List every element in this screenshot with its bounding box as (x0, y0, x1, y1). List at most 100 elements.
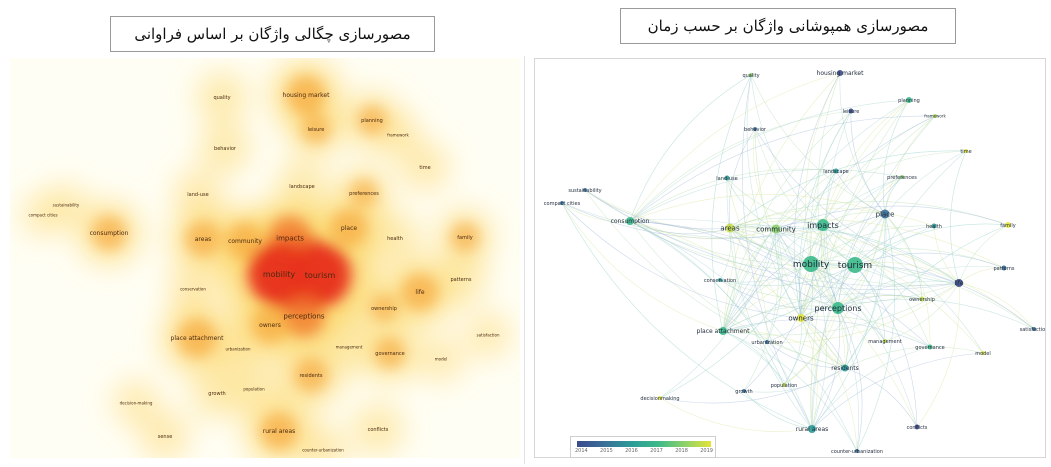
co-occurrence-link (659, 397, 813, 432)
term-node[interactable] (933, 114, 937, 118)
term-node-label: impacts (807, 221, 839, 230)
co-occurrence-link (629, 74, 752, 222)
term-node-label: satisfaction (1020, 327, 1045, 333)
density-core (293, 357, 329, 393)
term-node[interactable] (841, 364, 849, 372)
density-term-label: land-use (187, 192, 208, 198)
term-node-label: areas (720, 224, 740, 232)
term-node[interactable] (832, 302, 844, 314)
co-occurrence-link (810, 176, 903, 265)
term-node[interactable] (782, 383, 786, 387)
co-occurrence-link (729, 150, 967, 229)
co-occurrence-link (822, 224, 931, 348)
term-node[interactable] (560, 201, 564, 205)
density-halo (112, 379, 160, 427)
co-occurrence-link (793, 72, 841, 319)
term-node[interactable] (808, 425, 816, 433)
term-node[interactable] (964, 149, 968, 153)
term-node[interactable] (919, 296, 925, 302)
term-node[interactable] (817, 219, 829, 231)
co-occurrence-link (561, 202, 813, 430)
term-node[interactable] (1032, 327, 1036, 331)
year-tick-labels: 2014 2015 2016 2017 2018 2019 (575, 448, 713, 454)
co-occurrence-link (722, 176, 903, 332)
co-occurrence-link (561, 202, 724, 332)
density-term-label: tourism (305, 271, 336, 280)
term-node-label: time (960, 149, 971, 155)
year-gradient-bar (577, 441, 711, 447)
density-core (282, 294, 326, 338)
co-occurrence-link (629, 169, 903, 222)
term-node[interactable] (855, 449, 859, 453)
term-node[interactable] (803, 256, 819, 272)
term-node[interactable] (797, 314, 805, 322)
co-occurrence-link (729, 218, 1005, 269)
term-node[interactable] (955, 279, 963, 287)
term-node[interactable] (931, 223, 937, 229)
term-node[interactable] (749, 73, 753, 77)
density-term-label: community (228, 238, 262, 245)
co-occurrence-link (810, 263, 859, 452)
co-occurrence-link (822, 99, 910, 226)
term-node[interactable] (927, 344, 933, 350)
density-term-label: leisure (308, 127, 325, 133)
term-node-label: housing market (817, 70, 865, 77)
term-node[interactable] (880, 209, 890, 219)
co-occurrence-link (800, 224, 825, 319)
term-node[interactable] (837, 70, 843, 76)
term-node[interactable] (583, 188, 587, 192)
term-node[interactable] (753, 127, 757, 131)
term-node[interactable] (883, 339, 887, 343)
density-term-label: management (336, 344, 363, 349)
term-node[interactable] (833, 168, 839, 174)
term-node-label: family (1000, 223, 1015, 229)
co-occurrence-link (837, 299, 1035, 330)
density-term-label: residents (299, 373, 322, 379)
term-node[interactable] (626, 217, 634, 225)
co-occurrence-link (810, 263, 886, 342)
density-halo (298, 425, 348, 458)
year-tick: 2019 (700, 448, 713, 454)
density-core (226, 222, 264, 260)
co-occurrence-link (884, 282, 960, 342)
density-term-label: behavior (214, 146, 237, 152)
density-term-label: place (341, 225, 357, 232)
term-node[interactable] (718, 278, 722, 282)
co-occurrence-link (800, 317, 846, 369)
density-term-label: urbanization (225, 346, 250, 351)
term-node[interactable] (719, 327, 727, 335)
term-node[interactable] (900, 175, 904, 179)
term-node[interactable] (724, 175, 730, 181)
term-node[interactable] (725, 223, 735, 233)
term-node[interactable] (658, 396, 662, 400)
term-node[interactable] (906, 97, 912, 103)
density-map-title: مصورسازی چگالی واژگان بر اساس فراوانی (110, 16, 435, 52)
term-node[interactable] (771, 224, 781, 234)
term-node-label: place (876, 210, 895, 218)
co-occurrence-link (835, 170, 886, 215)
co-occurrence-link (754, 128, 960, 284)
co-occurrence-link (629, 115, 936, 222)
density-core (260, 412, 298, 450)
co-occurrence-link (856, 213, 895, 452)
term-node-label: behavior (744, 127, 767, 133)
term-node[interactable] (765, 340, 769, 344)
term-node[interactable] (742, 389, 746, 393)
co-occurrence-link (742, 74, 813, 430)
term-node-label: planning (898, 98, 920, 104)
term-node[interactable] (1005, 222, 1011, 228)
density-term-label: rural areas (263, 428, 296, 435)
co-occurrence-link (854, 225, 935, 266)
co-occurrence-link (775, 228, 839, 309)
term-node[interactable] (847, 257, 863, 273)
term-node[interactable] (848, 108, 854, 114)
co-occurrence-link (837, 307, 863, 452)
density-halo (417, 335, 465, 383)
term-node[interactable] (1001, 265, 1007, 271)
density-term-label: place attachment (171, 335, 225, 342)
term-node[interactable] (981, 351, 985, 355)
term-node-label: community (756, 225, 795, 233)
density-halo (400, 142, 450, 192)
year-tick: 2014 (575, 448, 588, 454)
term-node[interactable] (914, 424, 920, 430)
